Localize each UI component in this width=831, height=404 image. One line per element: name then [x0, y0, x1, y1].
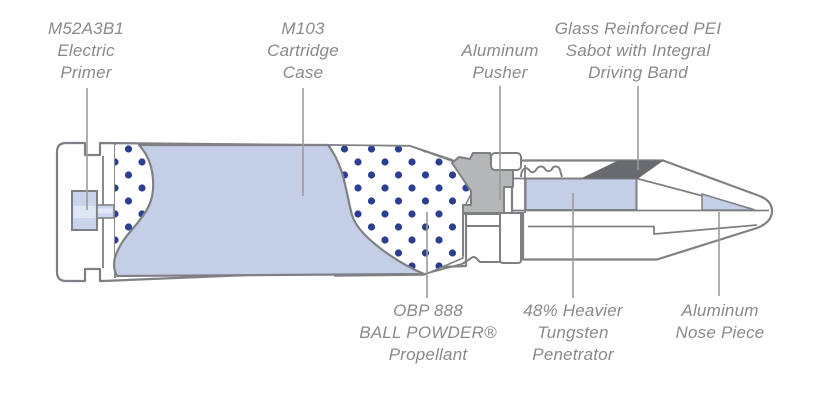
- label-penetrator-line1: 48% Heavier: [523, 301, 623, 320]
- label-nose-line1: Aluminum: [681, 301, 759, 320]
- label-penetrator: 48% Heavier Tungsten Penetrator: [493, 300, 653, 366]
- label-penetrator-line3: Penetrator: [532, 345, 614, 364]
- label-sabot-line2: Sabot with Integral: [565, 41, 711, 60]
- label-primer-line3: Primer: [60, 63, 112, 82]
- label-cartridge-case: M103 Cartridge Case: [233, 18, 373, 84]
- label-propellant: OBP 888 BALL POWDER® Propellant: [338, 300, 518, 366]
- label-pusher-line2: Pusher: [472, 63, 528, 82]
- label-primer: M52A3B1 Electric Primer: [16, 18, 156, 84]
- case-interior-bottom-line: [423, 263, 463, 275]
- thread-squiggle: [520, 165, 563, 178]
- label-cartridge-case-line1: M103: [281, 19, 325, 38]
- primer-tube-stripe: [98, 208, 113, 214]
- driving-band: [582, 160, 664, 179]
- label-nose: Aluminum Nose Piece: [640, 300, 800, 344]
- label-pusher: Aluminum Pusher: [430, 40, 570, 84]
- label-nose-line2: Nose Piece: [675, 323, 765, 342]
- label-primer-line2: Electric: [57, 41, 115, 60]
- primer-stripe: [73, 206, 96, 218]
- label-sabot: Glass Reinforced PEI Sabot with Integral…: [538, 18, 738, 84]
- label-propellant-line3: Propellant: [388, 345, 468, 364]
- label-sabot-line3: Driving Band: [588, 63, 688, 82]
- aluminum-nose-piece: [701, 192, 756, 211]
- label-pusher-line1: Aluminum: [461, 41, 539, 60]
- label-cartridge-case-line3: Case: [282, 63, 324, 82]
- cartridge-case-body: [113, 143, 426, 278]
- aft-boom-pieces: [461, 212, 522, 265]
- label-primer-line1: M52A3B1: [47, 19, 125, 38]
- label-propellant-line1: OBP 888: [393, 301, 463, 320]
- leader-lines: [86, 86, 720, 298]
- tungsten-penetrator: [524, 177, 638, 211]
- pusher-cap: [490, 152, 522, 171]
- label-cartridge-case-line2: Cartridge: [267, 41, 339, 60]
- label-propellant-line2: BALL POWDER®: [359, 323, 497, 342]
- label-penetrator-line2: Tungsten: [537, 323, 609, 342]
- label-sabot-line1: Glass Reinforced PEI: [554, 19, 722, 38]
- electric-primer: [71, 190, 115, 231]
